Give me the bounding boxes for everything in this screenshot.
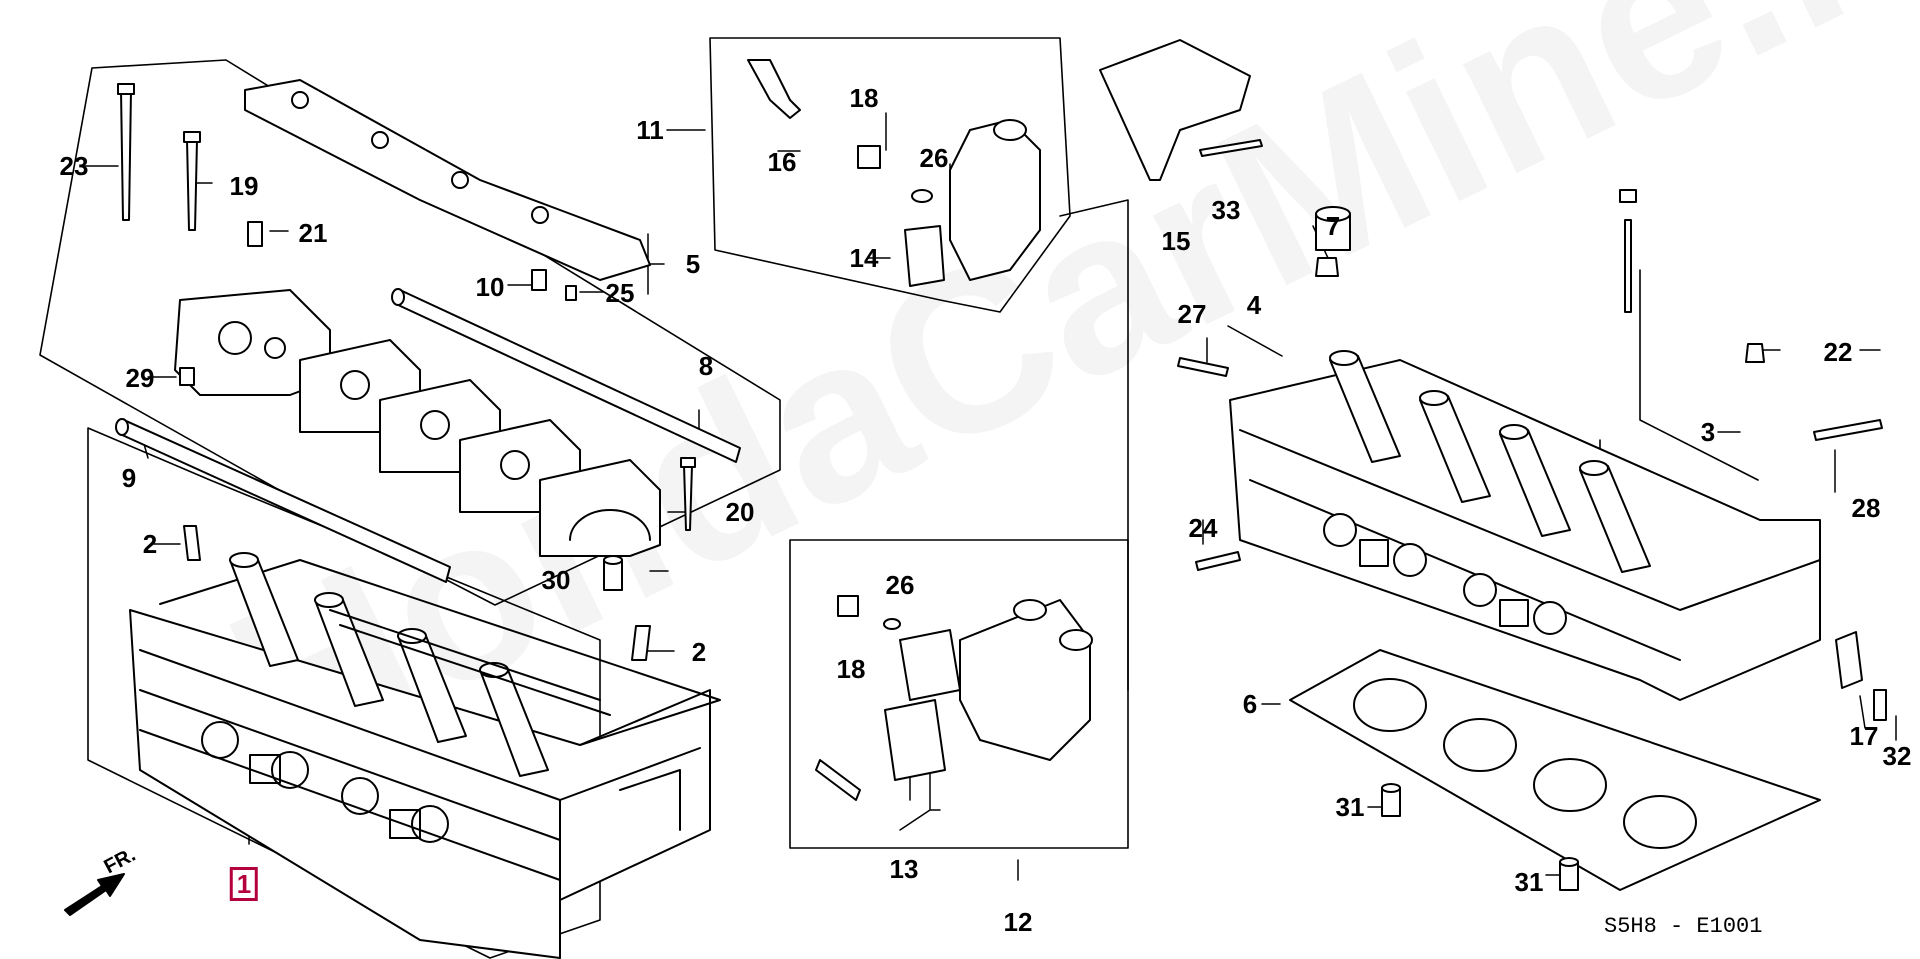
callout-16[interactable]: 16 bbox=[767, 147, 797, 177]
cylinder-head-right bbox=[1229, 350, 1821, 701]
callout-31[interactable]: 31 bbox=[1335, 792, 1365, 822]
callout-13[interactable]: 13 bbox=[889, 854, 919, 884]
diagram-code: S5H8 - E1001 bbox=[1604, 914, 1763, 939]
callout-24[interactable]: 24 bbox=[1188, 513, 1218, 543]
callout-4[interactable]: 4 bbox=[1246, 290, 1262, 320]
callout-26[interactable]: 26 bbox=[919, 143, 949, 173]
rocker-shafts bbox=[115, 288, 741, 583]
callout-17[interactable]: 17 bbox=[1849, 721, 1879, 751]
frame-bolt-link bbox=[1639, 269, 1759, 481]
rocker-carrier bbox=[244, 79, 651, 281]
callout-8[interactable]: 8 bbox=[698, 351, 714, 381]
cylinder-head-left bbox=[129, 552, 721, 959]
callout-2[interactable]: 2 bbox=[142, 529, 158, 559]
frame-cylinder-head-left bbox=[87, 427, 601, 959]
callout-28[interactable]: 28 bbox=[1851, 493, 1881, 523]
parts-right bbox=[1177, 189, 1887, 891]
callout-32[interactable]: 32 bbox=[1882, 741, 1912, 771]
callout-5[interactable]: 5 bbox=[685, 249, 701, 279]
front-arrow bbox=[64, 873, 125, 916]
frame-bracket-link bbox=[1059, 199, 1129, 691]
callout-3[interactable]: 3 bbox=[1700, 417, 1716, 447]
solenoid-lower bbox=[815, 595, 1093, 801]
callout-9[interactable]: 9 bbox=[121, 463, 137, 493]
callout-33[interactable]: 33 bbox=[1211, 195, 1241, 225]
callout-25[interactable]: 25 bbox=[605, 278, 635, 308]
callout-19[interactable]: 19 bbox=[229, 171, 259, 201]
callout-30[interactable]: 30 bbox=[541, 565, 571, 595]
callout-6[interactable]: 6 bbox=[1242, 689, 1258, 719]
callout-2[interactable]: 2 bbox=[691, 637, 707, 667]
head-gasket bbox=[1289, 649, 1821, 891]
callout-21[interactable]: 21 bbox=[298, 218, 328, 248]
frame-solenoid-lower bbox=[789, 539, 1129, 849]
callout-31[interactable]: 31 bbox=[1514, 867, 1544, 897]
callout-12[interactable]: 12 bbox=[1003, 907, 1033, 937]
callout-7[interactable]: 7 bbox=[1325, 211, 1341, 241]
callout-14[interactable]: 14 bbox=[849, 243, 879, 273]
callout-20[interactable]: 20 bbox=[725, 497, 755, 527]
callout-15[interactable]: 15 bbox=[1161, 226, 1191, 256]
callout-29[interactable]: 29 bbox=[125, 363, 155, 393]
callout-27[interactable]: 27 bbox=[1177, 299, 1207, 329]
solenoid-upper bbox=[747, 59, 1041, 287]
bracket-upper bbox=[1099, 39, 1263, 181]
callout-26[interactable]: 26 bbox=[885, 570, 915, 600]
callout-11[interactable]: 11 bbox=[636, 115, 664, 145]
callout-10[interactable]: 10 bbox=[475, 272, 505, 302]
callout-1[interactable]: 1 bbox=[229, 867, 259, 901]
callout-18[interactable]: 18 bbox=[849, 83, 879, 113]
callout-22[interactable]: 22 bbox=[1823, 337, 1853, 367]
frame-solenoid-upper bbox=[709, 37, 1071, 313]
callout-23[interactable]: 23 bbox=[59, 151, 89, 181]
rocker-holders bbox=[174, 289, 661, 557]
callout-18[interactable]: 18 bbox=[836, 654, 866, 684]
bolts-left bbox=[117, 83, 696, 661]
